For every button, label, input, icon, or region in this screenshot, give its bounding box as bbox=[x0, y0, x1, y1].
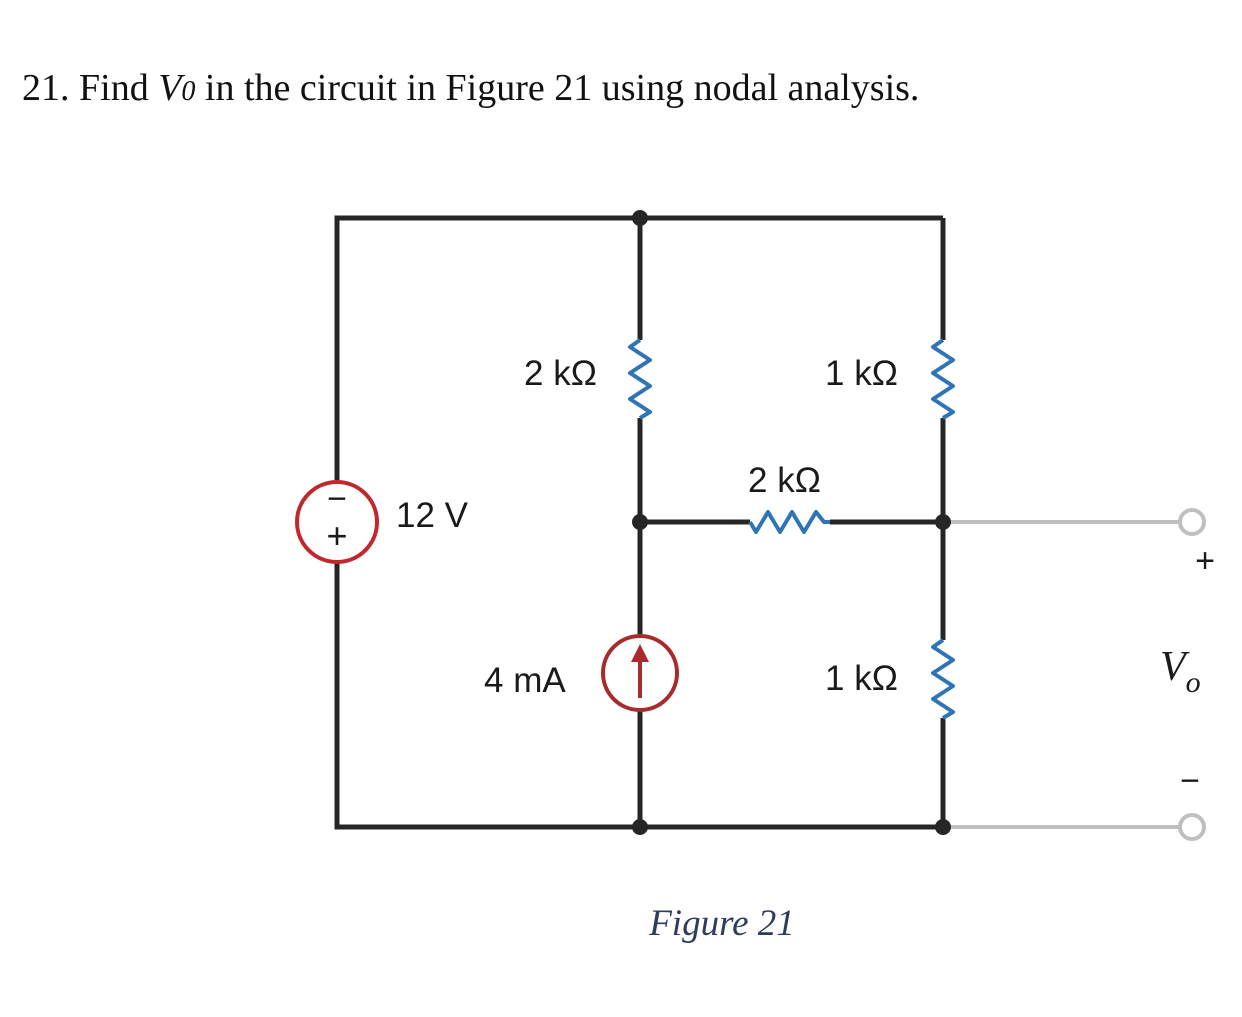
output-voltage-symbol: Vo bbox=[1160, 644, 1201, 699]
voltage-source-plus: + bbox=[326, 515, 347, 556]
question-suffix: in the circuit in Figure 21 using nodal … bbox=[195, 67, 920, 109]
voltage-source-icon bbox=[295, 480, 379, 564]
voltage-source-minus: − bbox=[327, 480, 347, 518]
output-plus-sign: + bbox=[1195, 542, 1215, 580]
resistor-top-left-label: 2 kΩ bbox=[524, 354, 597, 393]
resistor-top-left bbox=[628, 338, 652, 420]
node-top bbox=[632, 210, 648, 226]
voltage-source-label: 12 V bbox=[396, 496, 469, 535]
output-leads bbox=[943, 520, 1180, 829]
node-bottom-right bbox=[935, 819, 951, 835]
node-bottom-middle bbox=[632, 819, 648, 835]
output-minus-sign: − bbox=[1180, 762, 1200, 800]
current-source-label: 4 mA bbox=[484, 661, 566, 700]
output-voltage-var: V bbox=[1160, 644, 1190, 690]
node-middle-left bbox=[632, 514, 648, 530]
resistor-top-right bbox=[931, 338, 955, 420]
output-voltage-subscript: o bbox=[1186, 666, 1201, 699]
resistor-middle bbox=[748, 510, 830, 534]
resistor-middle-label: 2 kΩ bbox=[748, 461, 821, 500]
question-prefix: 21. Find bbox=[22, 67, 159, 109]
resistor-bottom-right-label: 1 kΩ bbox=[825, 659, 898, 698]
question-variable: V bbox=[158, 67, 182, 109]
current-source-arrow-icon bbox=[631, 644, 649, 662]
figure-caption: Figure 21 bbox=[648, 903, 795, 944]
resistor-bottom-right bbox=[931, 638, 955, 720]
question-text: 21. Find V0 in the circuit in Figure 21 … bbox=[22, 66, 919, 112]
current-source bbox=[601, 634, 679, 712]
voltage-source: − + bbox=[295, 480, 379, 564]
resistor-top-right-label: 1 kΩ bbox=[825, 354, 898, 393]
output-terminal-positive bbox=[1178, 508, 1206, 536]
node-middle-right bbox=[935, 514, 951, 530]
question-variable-subscript: 0 bbox=[181, 76, 196, 107]
circuit-wires bbox=[334, 215, 946, 830]
output-terminal-negative bbox=[1178, 813, 1206, 841]
